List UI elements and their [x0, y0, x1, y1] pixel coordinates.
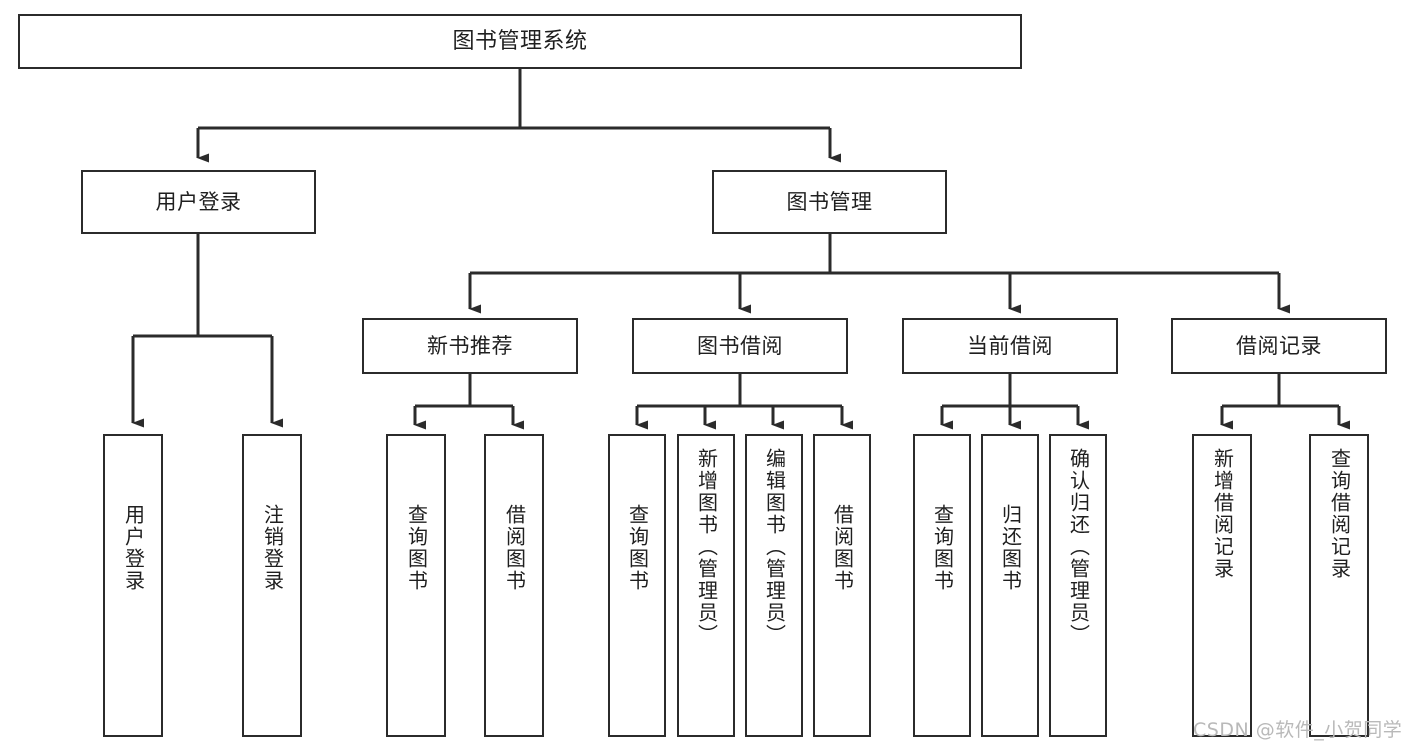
node-label: 新增图书（管理员）: [694, 448, 719, 646]
node-new-book-recommendation[interactable]: 新书推荐: [362, 318, 578, 374]
node-label: 用户登录: [155, 189, 242, 214]
node-leaf-borrow-book[interactable]: 借阅图书: [813, 434, 871, 737]
node-leaf-logout[interactable]: 注销登录: [242, 434, 302, 737]
node-label: 借阅图书: [502, 504, 527, 592]
node-leaf-query-book-current[interactable]: 查询图书: [913, 434, 971, 737]
csdn-watermark: CSDN @软件_小贺同学: [1193, 719, 1403, 741]
node-label: 图书借阅: [697, 333, 783, 358]
node-label: 借阅记录: [1236, 333, 1322, 358]
node-label: 归还图书: [998, 504, 1023, 592]
node-leaf-query-book-recommend[interactable]: 查询图书: [386, 434, 446, 737]
node-leaf-query-book-borrow[interactable]: 查询图书: [608, 434, 666, 737]
node-user-login[interactable]: 用户登录: [81, 170, 316, 234]
node-label: 查询图书: [930, 504, 955, 592]
node-book-management[interactable]: 图书管理: [712, 170, 947, 234]
node-label: 查询图书: [625, 504, 650, 592]
node-current-borrowing[interactable]: 当前借阅: [902, 318, 1118, 374]
node-label: 注销登录: [260, 504, 285, 592]
node-label: 用户登录: [121, 504, 146, 592]
node-label: 当前借阅: [967, 333, 1053, 358]
node-label: 确认归还（管理员）: [1066, 448, 1091, 646]
node-leaf-add-borrow-record[interactable]: 新增借阅记录: [1192, 434, 1252, 737]
node-borrowing-record[interactable]: 借阅记录: [1171, 318, 1387, 374]
node-label: 图书管理: [786, 189, 873, 214]
node-label: 查询借阅记录: [1327, 448, 1352, 580]
node-leaf-add-book-admin[interactable]: 新增图书（管理员）: [677, 434, 735, 737]
node-leaf-borrow-book-recommend[interactable]: 借阅图书: [484, 434, 544, 737]
node-label: 查询图书: [404, 504, 429, 592]
node-leaf-user-login[interactable]: 用户登录: [103, 434, 163, 737]
node-label: 图书管理系统: [452, 28, 588, 54]
node-leaf-confirm-return-admin[interactable]: 确认归还（管理员）: [1049, 434, 1107, 737]
node-leaf-return-book[interactable]: 归还图书: [981, 434, 1039, 737]
node-label: 新书推荐: [427, 333, 513, 358]
node-label: 编辑图书（管理员）: [762, 448, 787, 646]
node-leaf-edit-book-admin[interactable]: 编辑图书（管理员）: [745, 434, 803, 737]
node-label: 新增借阅记录: [1210, 448, 1235, 580]
node-label: 借阅图书: [830, 504, 855, 592]
node-leaf-query-borrow-record[interactable]: 查询借阅记录: [1309, 434, 1369, 737]
node-root-book-management-system[interactable]: 图书管理系统: [18, 14, 1022, 69]
node-book-borrowing[interactable]: 图书借阅: [632, 318, 848, 374]
